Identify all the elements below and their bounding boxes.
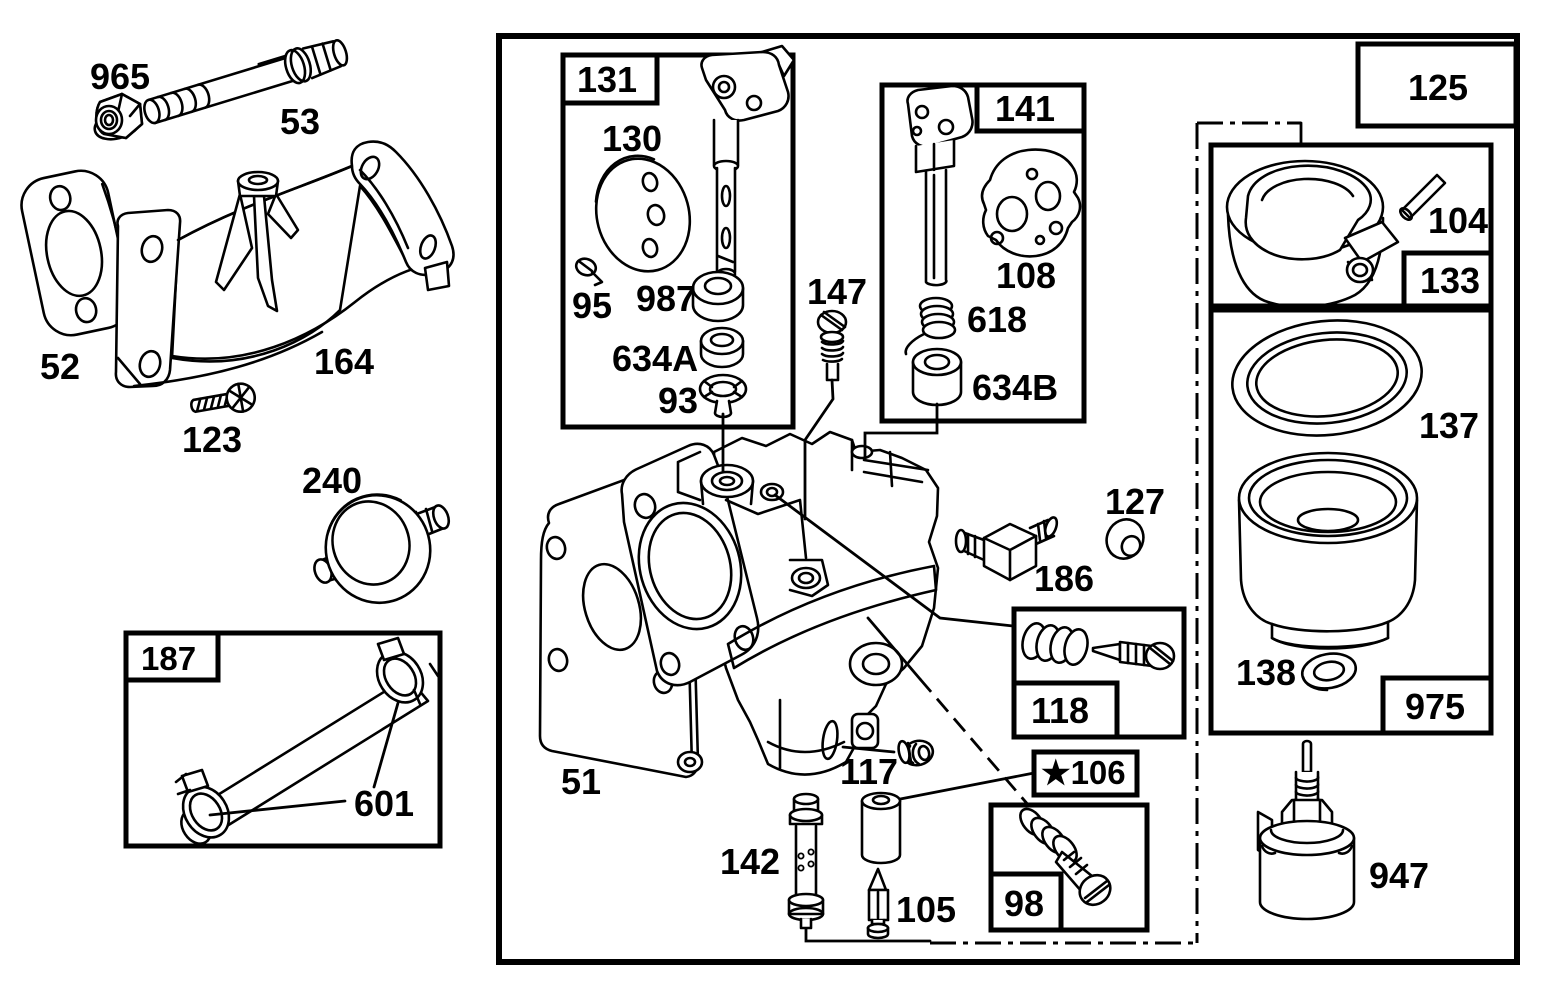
leader-carb-98-solid	[866, 616, 922, 681]
part-flange-nut	[93, 92, 144, 141]
part-plug-spring-117	[897, 739, 935, 767]
group-box-118: 118	[1011, 606, 1187, 740]
part-washer-634a	[699, 326, 745, 369]
part-retainer-93	[698, 373, 748, 419]
callout-138: 138	[1236, 652, 1296, 693]
callout-601: 601	[354, 783, 414, 824]
callout-95: 95	[572, 285, 612, 326]
label-box-141	[974, 82, 1087, 134]
label-box-98	[988, 871, 1064, 933]
main-box-frame	[496, 33, 1520, 965]
part-idle-screw	[816, 309, 848, 382]
callout-106: ★106	[1041, 754, 1126, 791]
part-choke-shaft	[906, 84, 974, 287]
callout-141: 141	[995, 88, 1055, 129]
label-box-106	[1031, 749, 1140, 798]
callout-104: 104	[1428, 200, 1488, 241]
part-float-needle	[866, 867, 890, 940]
part-float	[1225, 159, 1400, 309]
part-bowl-screw-98	[1054, 850, 1112, 907]
part-float-bowl	[1237, 451, 1419, 650]
group-box-bowl: 137 138 975	[1208, 307, 1494, 736]
part-main-nozzle	[787, 792, 825, 930]
part-hinge-pin	[1398, 173, 1447, 222]
callout-987: 987	[636, 278, 696, 319]
part-plate-screw	[574, 257, 604, 287]
callout-137: 137	[1419, 405, 1479, 446]
callout-147: 147	[807, 271, 867, 312]
callout-187: 187	[141, 640, 196, 677]
label-box-131	[560, 52, 660, 106]
callout-127: 127	[1105, 481, 1165, 522]
part-needle-seat	[860, 791, 902, 865]
part-fuel-solenoid	[1256, 739, 1356, 921]
group-box-131: 131 130 95	[560, 44, 796, 430]
label-box-125	[1355, 41, 1519, 129]
callout-93: 93	[658, 380, 698, 421]
part-throttle-shaft	[700, 44, 796, 281]
part-choke-plate	[980, 148, 1082, 258]
callout-965: 965	[90, 56, 150, 97]
callout-108: 108	[996, 255, 1056, 296]
part-throttle-plate	[594, 154, 692, 273]
callout-240: 240	[302, 460, 362, 501]
callout-634b: 634B	[972, 367, 1058, 408]
part-stud	[143, 39, 349, 125]
callout-123: 123	[182, 419, 242, 460]
group-187-frame	[123, 630, 443, 849]
leader-106	[888, 771, 1036, 803]
callout-118: 118	[1031, 690, 1089, 731]
leader-141-carb	[863, 402, 939, 461]
part-welch-plug	[1105, 518, 1145, 560]
label-box-187	[123, 630, 221, 683]
callout-975: 975	[1405, 686, 1465, 727]
leader-carb-118	[773, 493, 1015, 628]
part-bowl-washer	[1300, 652, 1358, 692]
callout-51: 51	[561, 761, 601, 802]
part-needle-valve-118	[1091, 640, 1176, 671]
part-fuel-hose	[174, 636, 440, 845]
part-bowl-gasket	[1231, 319, 1423, 437]
label-box-975	[1380, 675, 1494, 736]
leader-601	[208, 701, 400, 817]
part-choke-spring	[904, 296, 957, 356]
callout-130: 130	[602, 118, 662, 159]
callout-142: 142	[720, 841, 780, 882]
callout-947: 947	[1369, 855, 1429, 896]
group-box-187: 187 601	[123, 630, 443, 849]
callout-53: 53	[280, 101, 320, 142]
group-131-frame	[560, 52, 796, 430]
leader-carb-98-dashed	[918, 678, 1038, 815]
part-seal-987	[691, 270, 745, 323]
leader-117	[841, 745, 896, 754]
callout-131: 131	[577, 59, 637, 100]
label-box-118	[1011, 680, 1120, 740]
part-fuel-filter	[313, 493, 451, 605]
leader-142	[804, 927, 932, 943]
callout-186: 186	[1034, 558, 1094, 599]
group-box-98: 98	[988, 802, 1150, 933]
group-box-141: 141 108	[879, 82, 1087, 424]
callout-98: 98	[1004, 883, 1044, 924]
group-box-float: 133 104	[1208, 142, 1494, 309]
part-carburetor-body	[620, 430, 940, 776]
part-screw-123	[190, 382, 257, 414]
callout-105: 105	[896, 889, 956, 930]
callout-117: 117	[840, 751, 898, 792]
callout-618: 618	[967, 299, 1027, 340]
callout-52: 52	[40, 346, 80, 387]
callout-133: 133	[1420, 260, 1480, 301]
part-bushing-634b	[911, 347, 963, 407]
callout-164: 164	[314, 341, 374, 382]
label-box-133	[1401, 250, 1494, 309]
callout-125: 125	[1408, 67, 1468, 108]
callout-634a: 634A	[612, 338, 698, 379]
part-intake-manifold	[114, 140, 455, 389]
part-needle-spring-118	[1021, 622, 1089, 666]
part-elbow-fitting	[954, 516, 1059, 582]
leader-147-carb	[803, 378, 835, 521]
part-bowl-spring-98	[1019, 807, 1078, 864]
